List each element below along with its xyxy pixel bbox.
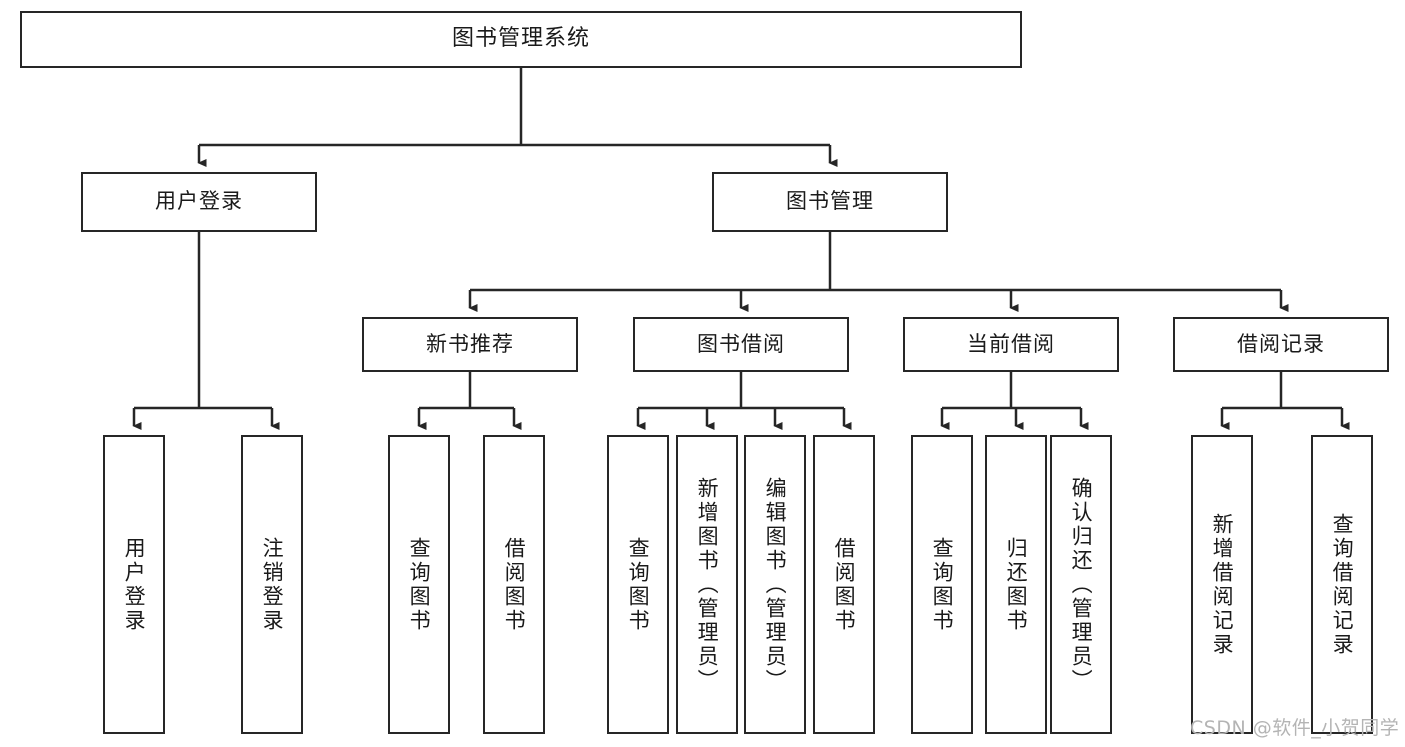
node-book-borrow[interactable]: 图书借阅 [633, 317, 849, 372]
csdn-watermark: CSDN @软件_小贺同学 [1190, 717, 1400, 739]
node-leaf-record-query-record[interactable]: 查询借阅记录 [1311, 435, 1373, 734]
node-leaf-user-logout[interactable]: 注销登录 [241, 435, 303, 734]
node-leaf-borrow-lend-book[interactable]: 借阅图书 [813, 435, 875, 734]
node-user-login-module[interactable]: 用户登录 [81, 172, 317, 232]
node-leaf-borrow-edit-book-admin[interactable]: 编辑图书（管理员） [744, 435, 806, 734]
node-leaf-current-confirm-return-admin[interactable]: 确认归还（管理员） [1050, 435, 1112, 734]
node-leaf-current-return-book[interactable]: 归还图书 [985, 435, 1047, 734]
node-current-borrow[interactable]: 当前借阅 [903, 317, 1119, 372]
node-leaf-newbook-borrow-book[interactable]: 借阅图书 [483, 435, 545, 734]
node-leaf-record-add-record[interactable]: 新增借阅记录 [1191, 435, 1253, 734]
node-leaf-newbook-query-book[interactable]: 查询图书 [388, 435, 450, 734]
node-book-management-module[interactable]: 图书管理 [712, 172, 948, 232]
node-leaf-borrow-query-book[interactable]: 查询图书 [607, 435, 669, 734]
node-new-book-recommend[interactable]: 新书推荐 [362, 317, 578, 372]
node-leaf-user-login[interactable]: 用户登录 [103, 435, 165, 734]
node-leaf-borrow-add-book-admin[interactable]: 新增图书（管理员） [676, 435, 738, 734]
node-leaf-current-query-book[interactable]: 查询图书 [911, 435, 973, 734]
node-borrow-record[interactable]: 借阅记录 [1173, 317, 1389, 372]
node-root-system[interactable]: 图书管理系统 [20, 11, 1022, 68]
